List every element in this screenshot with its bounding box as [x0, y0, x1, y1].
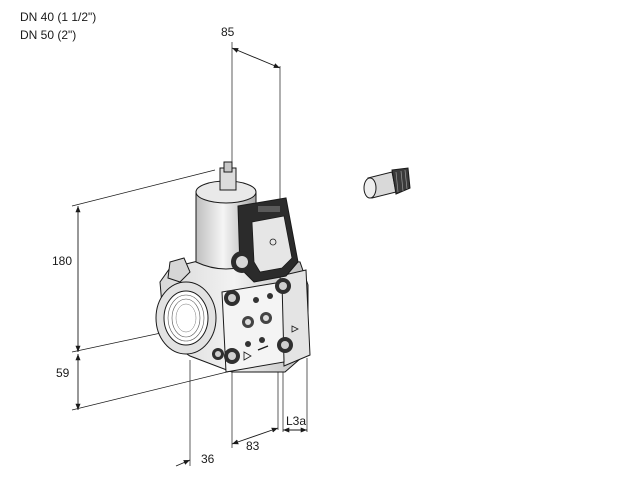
- solenoid-actuator: [195, 161, 299, 283]
- valve-body: [155, 255, 311, 373]
- dim-label-59: 59: [56, 366, 70, 380]
- nominal-size-labels: DN 40 (1 1/2") DN 50 (2"): [20, 8, 96, 44]
- dim-label-180: 180: [52, 254, 72, 268]
- screw-side: [212, 348, 224, 360]
- nominal-size-dn50: DN 50 (2"): [20, 28, 77, 42]
- dim-label-83: 83: [246, 439, 260, 453]
- dim-label-36: 36: [201, 452, 215, 466]
- cable-gland: [363, 167, 411, 199]
- screw-bottom-left: [224, 348, 240, 364]
- screw-top-right: [275, 278, 291, 294]
- nominal-size-dn40: DN 40 (1 1/2"): [20, 10, 97, 24]
- dim-label-l3a: L3a: [286, 414, 306, 428]
- dim-label-85: 85: [221, 25, 235, 39]
- screw-top-left: [224, 290, 240, 306]
- screw-bottom-right: [277, 337, 293, 353]
